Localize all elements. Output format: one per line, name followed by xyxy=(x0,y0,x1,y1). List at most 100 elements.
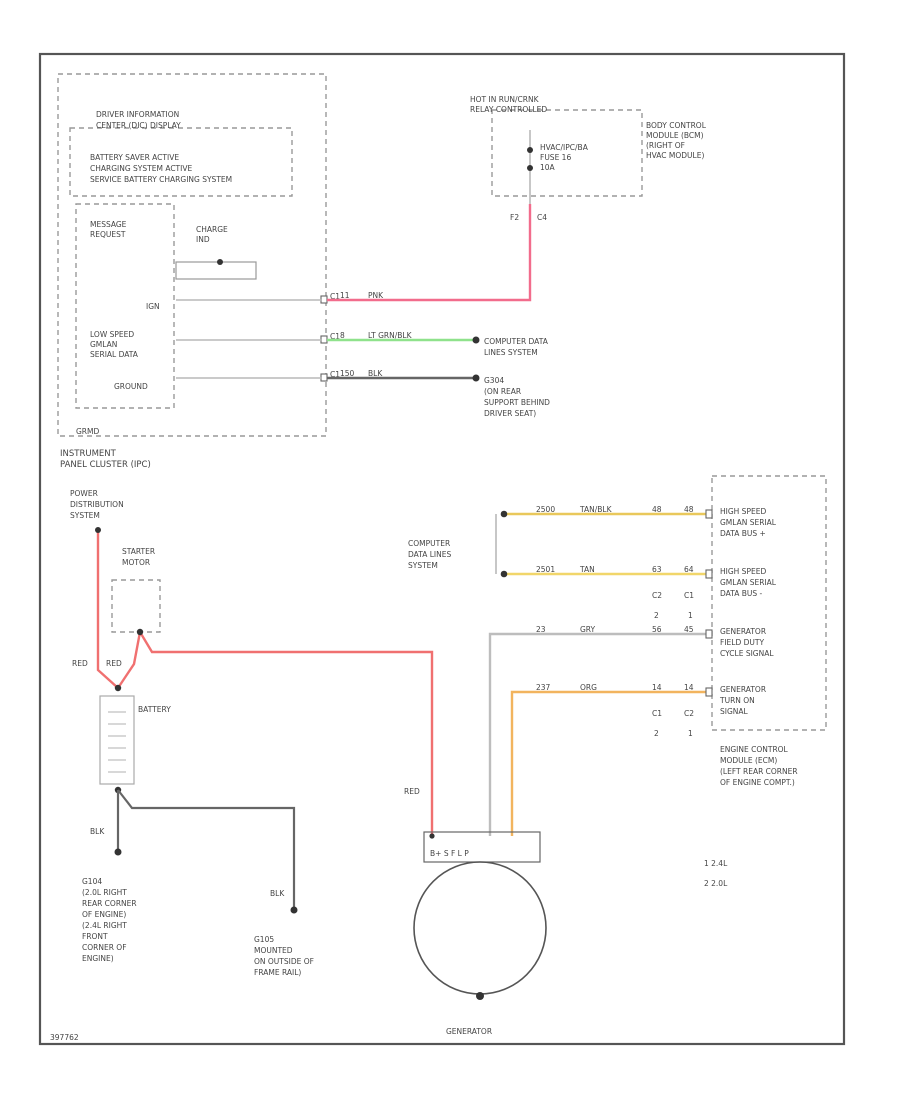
ecm-pin2-3: 14 xyxy=(684,683,694,692)
red-label-1: RED xyxy=(72,659,88,668)
ground-label: GROUND xyxy=(114,382,148,391)
ecm-circuit-3: 237 xyxy=(536,683,551,692)
ecm-terminal-0 xyxy=(705,509,713,519)
data-line-arrow xyxy=(472,336,480,344)
ecm-conn-bot-0: C1 xyxy=(652,709,662,718)
wirecolor-ign: PNK xyxy=(368,291,384,300)
blk-label-2: BLK xyxy=(270,889,285,898)
bcm-box xyxy=(491,109,643,197)
ecm-pin1-0: 48 xyxy=(652,505,662,514)
ecm-terminal-2 xyxy=(705,629,713,639)
fuse-dot-bottom xyxy=(527,165,533,171)
g104-ground xyxy=(114,848,122,856)
blk-label-1: BLK xyxy=(90,827,105,836)
bcm-pin-f2: F2 xyxy=(510,213,519,222)
ecm-terminal-1 xyxy=(705,569,713,579)
wirecolor-data: LT GRN/BLK xyxy=(368,331,413,340)
ecm-color-3: ORG xyxy=(580,683,597,692)
ecm-circuit-0: 2500 xyxy=(536,505,555,514)
ecm-pin2-1: 64 xyxy=(684,565,694,574)
generator-label: GENERATOR xyxy=(446,1027,492,1036)
ecm-color-1: TAN xyxy=(579,565,595,574)
generator-terminals: B+ S F L P xyxy=(430,849,469,858)
ecm-conn-top-num-1: 1 xyxy=(688,611,693,620)
circuit-data: 8 xyxy=(340,331,345,340)
circuit-ign: 11 xyxy=(340,291,350,300)
fuse-dot-top xyxy=(527,147,533,153)
footer-code: 397762 xyxy=(50,1033,79,1042)
ecm-pin1-3: 14 xyxy=(652,683,662,692)
ecm-conn-top-num-0: 2 xyxy=(654,611,659,620)
starter-connector xyxy=(136,628,144,636)
ecm-conn-bot-num-1: 1 xyxy=(688,729,693,738)
ecm-conn-bot-1: C2 xyxy=(684,709,694,718)
ecm-pin1-2: 56 xyxy=(652,625,662,634)
ign-wire xyxy=(327,204,532,302)
charge-ind-dot xyxy=(217,259,223,265)
ecm-pin1-1: 63 xyxy=(652,565,662,574)
ground-line-arrow xyxy=(472,374,480,382)
ecm-pin2-0: 48 xyxy=(684,505,694,514)
red-label-2: RED xyxy=(106,659,122,668)
ecm-wires xyxy=(488,509,713,836)
gen-b-plus-terminal xyxy=(429,833,435,839)
ecm-row-wire-2 xyxy=(488,632,708,836)
ecm-color-0: TAN/BLK xyxy=(579,505,613,514)
battery-cells xyxy=(108,711,126,773)
battery-symbol xyxy=(99,695,135,785)
starter-red-wire xyxy=(117,631,142,689)
ecm-row-dot-0 xyxy=(500,510,508,518)
g105-ground xyxy=(290,906,298,914)
ecm-conn-top-0: C2 xyxy=(652,591,662,600)
message-request-box xyxy=(75,203,175,409)
battery-pos-connector xyxy=(114,684,122,692)
battery-label: BATTERY xyxy=(138,705,171,714)
ecm-pin2-2: 45 xyxy=(684,625,694,634)
diagram-frame xyxy=(38,52,846,1046)
ign-label: IGN xyxy=(146,302,160,311)
generator-ground xyxy=(476,992,484,1000)
red-label-3: RED xyxy=(404,787,420,796)
ipc-pin-ign: C1 xyxy=(330,292,340,301)
ecm-conn-top-1: C1 xyxy=(684,591,694,600)
ecm-box xyxy=(711,475,827,731)
ipc-pin-data: C1 xyxy=(330,332,340,341)
charge-ind-box xyxy=(175,261,257,280)
ecm-row-dot-1 xyxy=(500,570,508,578)
legend-item-0: 1 2.4L xyxy=(704,859,728,868)
generator-symbol xyxy=(413,861,547,995)
ecm-circuit-1: 2501 xyxy=(536,565,555,574)
starter-box xyxy=(111,579,161,633)
dic-box xyxy=(69,127,293,197)
ecm-row-wire-3 xyxy=(510,690,708,836)
gen-texts: B+ S F L P GENERATOR xyxy=(430,849,492,1036)
ipc-note: GRMD xyxy=(76,427,99,436)
bcm-pin-c4: C4 xyxy=(537,213,547,222)
ecm-color-2: GRY xyxy=(580,625,596,634)
ecm-terminal-3 xyxy=(705,687,713,697)
wirecolor-ground: BLK xyxy=(368,369,383,378)
power-red-wire xyxy=(96,530,119,689)
